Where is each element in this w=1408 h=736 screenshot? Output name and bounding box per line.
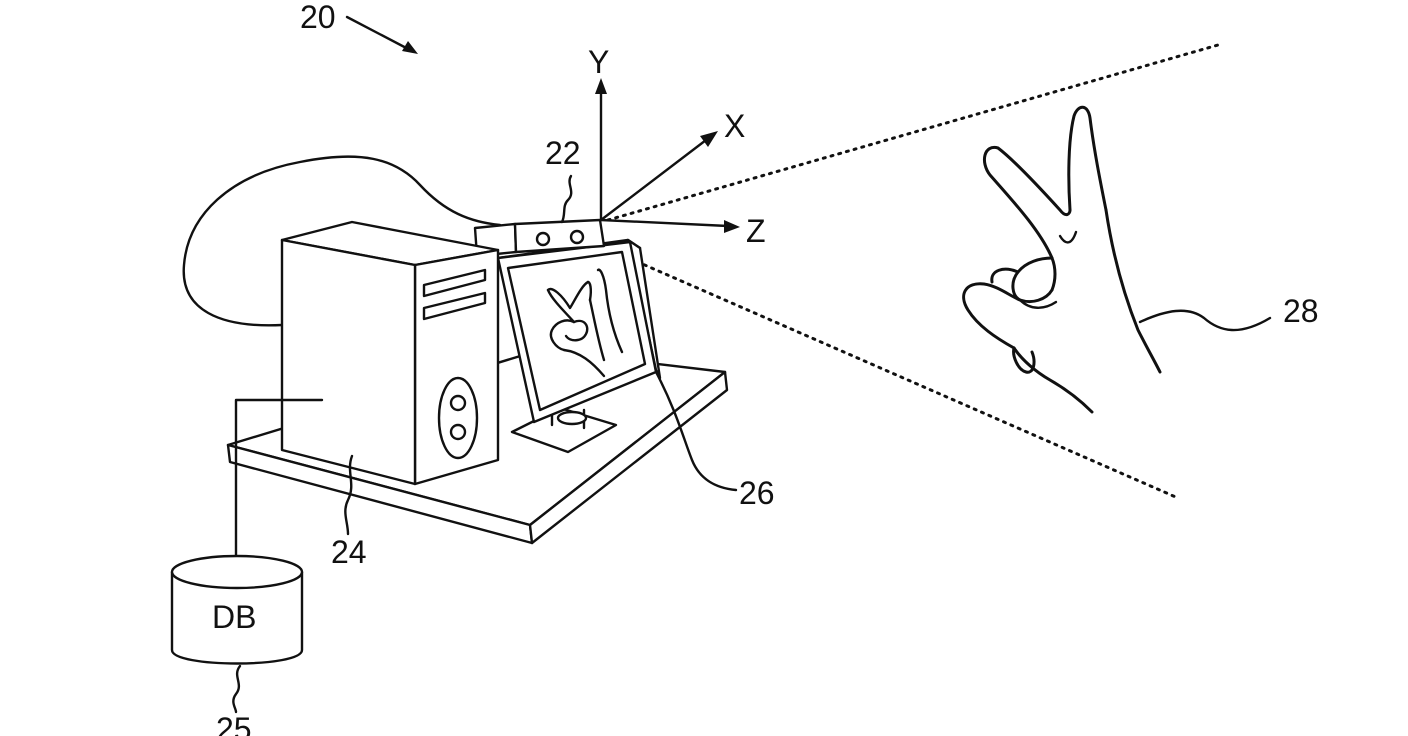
computer-tower [280,220,500,486]
axis-label-z: Z [746,213,766,249]
label-24: 24 [331,534,367,570]
cable [182,155,502,327]
user-hand [962,105,1162,414]
leader-24 [344,454,354,536]
database-label: DB [212,599,256,635]
leader-25 [232,664,242,714]
leader-28 [1138,309,1272,332]
label-28: 28 [1283,293,1319,329]
display-monitor [496,238,662,454]
axis-label-x: X [724,108,745,144]
label-26: 26 [739,475,775,511]
label-22: 22 [545,135,581,171]
label-20: 20 [300,0,336,35]
field-of-view-lines [606,43,1220,500]
coordinate-axes [595,78,740,233]
leader-22 [560,174,573,224]
leader-26 [654,370,738,492]
db-connection [234,398,324,562]
camera-lens-icon [569,229,585,245]
arrow-20 [345,15,418,54]
label-25: 25 [216,711,252,736]
screen-hand-image [546,268,624,378]
database-cylinder [170,554,304,665]
camera-lens-icon [535,231,551,247]
axis-label-y: Y [588,44,609,80]
